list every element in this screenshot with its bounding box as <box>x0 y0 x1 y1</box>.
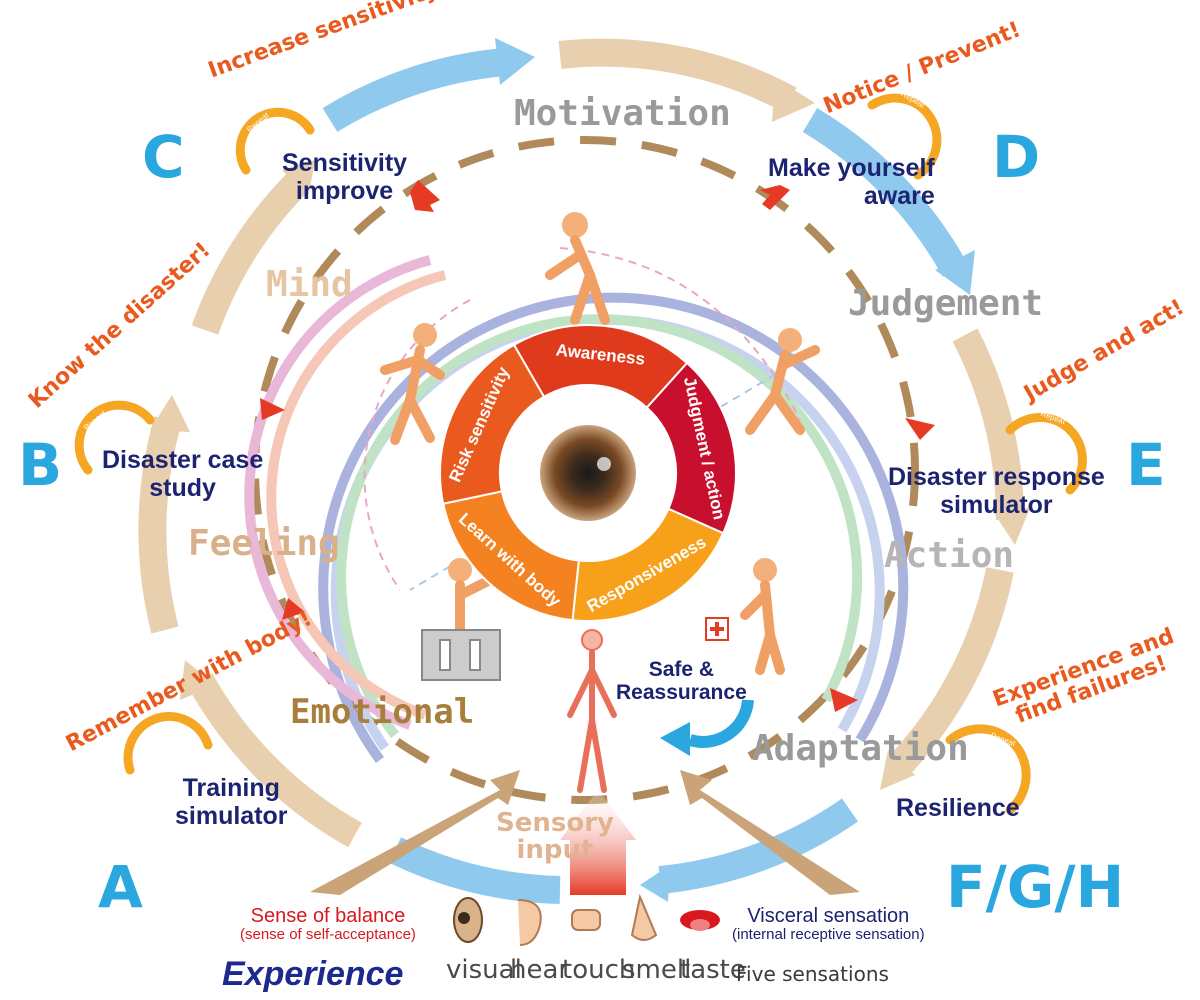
tool-aware-1: Make yourself <box>768 154 935 182</box>
right-inbound-arrow <box>680 770 860 895</box>
stage-feeling: Feeling <box>188 523 340 564</box>
outer-cycle-arrows <box>138 38 1030 904</box>
tool-training-2: simulator <box>175 801 288 830</box>
tool-safe-1: Safe & <box>648 658 715 681</box>
eye-icon <box>540 425 636 521</box>
sensory-up-arrow <box>560 790 636 895</box>
tool-aware: Make yourself aware <box>768 154 935 210</box>
tool-simulator: Disaster response simulator <box>888 463 1105 519</box>
sense-smell: smell <box>622 955 692 985</box>
left-inbound-arrow <box>310 770 520 895</box>
stage-sensory-input: Sensory input <box>496 808 614 866</box>
tool-sensitivity: Sensitivity improve <box>282 149 408 205</box>
stage-dashed-ring <box>251 136 919 804</box>
tool-aware-2: aware <box>863 181 935 210</box>
nose-icon <box>630 893 658 941</box>
visceral-line-1: Visceral sensation <box>747 905 910 927</box>
sense-hear: hear <box>510 955 570 985</box>
red-stage-arrows <box>260 180 935 712</box>
tool-case-study-1: Disaster case <box>102 446 264 474</box>
balance-line-2: (sense of self-acceptance) <box>240 926 416 943</box>
balance-line-1: Sense of balance <box>250 905 406 927</box>
tool-sensitivity-2: improve <box>295 176 394 205</box>
building-icon <box>421 629 501 681</box>
tool-safe-2: Reassurance <box>616 681 747 705</box>
sense-of-balance: Sense of balance (sense of self-acceptan… <box>240 905 416 944</box>
sensory-line-2: input <box>516 835 594 866</box>
repeat-arrows <box>74 93 1087 815</box>
stage-motivation: Motivation <box>514 93 731 134</box>
tool-resilience: Resilience <box>896 794 1020 822</box>
phase-e: E <box>1126 431 1166 499</box>
figures <box>380 212 820 675</box>
phase-c: C <box>142 123 185 191</box>
stage-action: Action <box>884 535 1015 576</box>
ear-icon <box>517 899 542 946</box>
tool-simulator-2: simulator <box>940 490 1053 519</box>
tool-case-study: Disaster case study <box>102 446 264 502</box>
stage-emotional: Emotional <box>290 692 475 732</box>
sense-visual: visual <box>446 955 522 985</box>
first-aid-icon <box>705 617 729 641</box>
safe-arrow <box>688 699 754 748</box>
stage-adaptation: Adaptation <box>752 728 969 769</box>
tool-training: Training simulator <box>175 774 288 830</box>
human-body-icon <box>567 629 617 793</box>
tool-training-1: Training <box>182 774 280 802</box>
visceral-sensation: Visceral sensation (internal receptive s… <box>732 905 925 944</box>
stage-judgement: Judgement <box>848 283 1044 324</box>
sensory-line-1: Sensory <box>496 808 614 838</box>
tool-sensitivity-1: Sensitivity <box>282 149 408 177</box>
visceral-line-2: (internal receptive sensation) <box>732 926 925 943</box>
phase-fgh: F/G/H <box>946 853 1125 921</box>
tool-simulator-1: Disaster response <box>888 463 1105 491</box>
phase-d: D <box>992 123 1041 191</box>
sense-taste: taste <box>680 955 746 985</box>
tool-case-study-2: study <box>149 473 216 502</box>
phase-b: B <box>18 431 63 499</box>
phase-a: A <box>98 853 143 921</box>
hand-icon <box>571 909 601 931</box>
eye-sense-icon <box>453 897 483 943</box>
sense-touch: touch <box>562 955 636 985</box>
mouth-icon <box>680 910 720 931</box>
tool-safe: Safe & Reassurance <box>616 658 747 704</box>
experience-label: Experience <box>222 955 404 993</box>
stage-mind: Mind <box>266 264 353 305</box>
five-sensations: Five sensations <box>736 962 889 986</box>
